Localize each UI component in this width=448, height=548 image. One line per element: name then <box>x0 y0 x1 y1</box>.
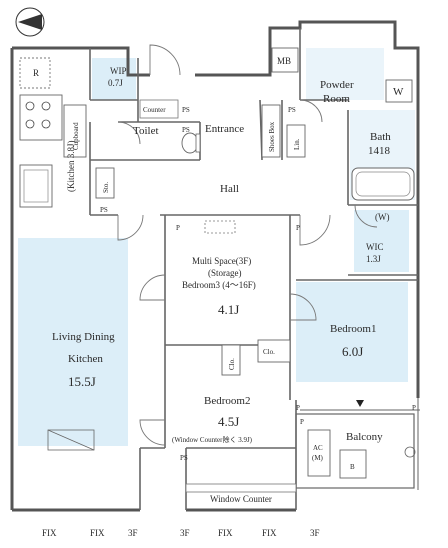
bedroom1-floor <box>296 282 408 382</box>
multi-space-size: 4.1J <box>218 302 239 317</box>
fridge-box <box>19 57 51 89</box>
p-label-3: P <box>296 404 300 412</box>
sto-label: Sto. <box>102 182 110 193</box>
ps-label-1: PS <box>182 106 190 114</box>
clo2-label: Clo. <box>263 348 275 356</box>
p-label-4: P <box>412 404 416 412</box>
bedroom1-label: Bedroom1 <box>330 323 376 335</box>
bedroom2-note: (Window Counter除く 3.9J) <box>172 435 253 444</box>
counter-label: Counter <box>143 106 166 114</box>
ps-label-5: PS <box>180 454 188 462</box>
ps-label-3: PS <box>288 106 296 114</box>
ldk-label-2: Kitchen <box>68 353 103 365</box>
window-counter-bar <box>185 483 297 493</box>
b-label: B <box>350 463 355 471</box>
bottom-fix-3: FIX <box>218 528 233 538</box>
wic-size: 1.3J <box>366 254 381 264</box>
wic-label: WIC <box>366 242 384 252</box>
ldk-size: 15.5J <box>68 374 96 389</box>
powder-label-1: Powder <box>320 79 354 91</box>
bottom-fix-1: FIX <box>42 528 57 538</box>
drain <box>404 446 416 458</box>
counter-box <box>139 99 179 119</box>
mb-label: MB <box>277 56 291 66</box>
stove <box>19 94 63 141</box>
balcony-label: Balcony <box>346 431 383 443</box>
powder-sink <box>385 79 413 103</box>
lin-box <box>286 124 306 158</box>
clo1-box <box>221 344 241 376</box>
ac-label-2: (M) <box>312 454 324 462</box>
cupboard-label: Cupboard <box>72 122 80 150</box>
powder-floor <box>306 48 384 100</box>
bathtub <box>351 167 415 201</box>
entrance-label: Entrance <box>205 123 244 135</box>
p-label-5: P <box>300 418 304 426</box>
compass-icon <box>15 7 45 37</box>
lin-label: Lin. <box>293 138 301 150</box>
bedroom1-size: 6.0J <box>342 344 363 359</box>
shoes-box-outline <box>261 104 281 158</box>
wip-size: 0.7J <box>108 78 123 88</box>
bottom-fix-2: FIX <box>90 528 105 538</box>
entry-arrow <box>356 400 364 407</box>
storage-dashed <box>204 220 236 234</box>
kitchen-sink <box>19 164 53 208</box>
dining-table-mark <box>47 429 95 451</box>
clo2-box <box>257 339 291 363</box>
b-unit <box>339 449 367 479</box>
cupboard-box <box>63 104 87 158</box>
mb-box <box>271 47 299 73</box>
w-label: W <box>393 86 404 98</box>
wic-floor <box>354 210 409 272</box>
kitchen-label: (Kitchen 3.8J) <box>66 141 76 193</box>
interior-walls <box>89 28 418 510</box>
ac-unit <box>307 429 331 477</box>
doors <box>117 44 378 446</box>
hall-label: Hall <box>220 183 239 195</box>
ac-label-1: AC <box>313 444 323 452</box>
exterior-walls <box>10 20 420 512</box>
multi-space-label-2: (Storage) <box>208 268 242 278</box>
bath-label: Bath <box>370 131 391 143</box>
p-label-2: P <box>296 224 300 232</box>
clo1-label: Clo. <box>228 358 236 370</box>
p-label-1: P <box>176 224 180 232</box>
ps-label-4: PS <box>100 206 108 214</box>
bottom-3f-1: 3F <box>128 528 138 538</box>
bottom-fix-4: FIX <box>262 528 277 538</box>
r-label: R <box>33 68 39 78</box>
sto-box <box>95 167 115 199</box>
multi-space-label-1: Multi Space(3F) <box>192 256 251 266</box>
window-counter-label: Window Counter <box>210 494 272 504</box>
w-wic-label: (W) <box>375 212 390 222</box>
ldk-label-1: Living Dining <box>52 331 115 343</box>
bath-size: 1418 <box>368 145 391 157</box>
powder-label-2: Room <box>323 93 350 105</box>
bottom-3f-3: 3F <box>310 528 320 538</box>
bottom-3f-2: 3F <box>180 528 190 538</box>
ldk-floor <box>18 238 128 446</box>
shoes-box-label: Shoes Box <box>268 121 276 152</box>
wip-label: WIP <box>110 66 127 76</box>
bedroom2-label: Bedroom2 <box>204 395 250 407</box>
toilet-label: Toilet <box>133 125 159 137</box>
multi-space-label-3: Bedroom3 (4〜16F) <box>182 280 256 290</box>
bedroom2-size: 4.5J <box>218 414 239 429</box>
ps-label-2: PS <box>182 126 190 134</box>
